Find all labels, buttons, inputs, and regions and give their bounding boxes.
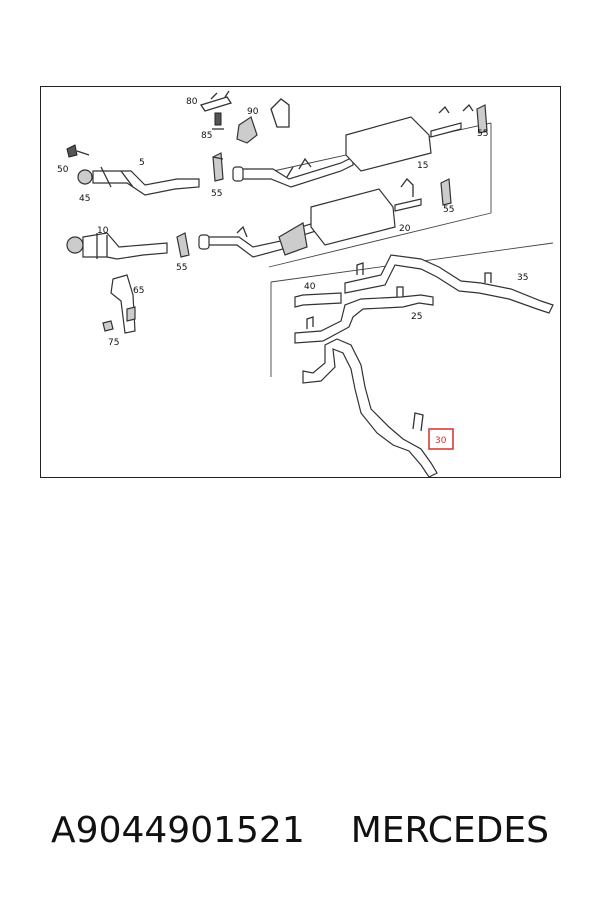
callout-50: 50: [57, 165, 69, 175]
front-pipe-upper: [66, 144, 224, 196]
callout-10: 10: [97, 226, 109, 236]
rear-muffler-upper: [232, 98, 488, 188]
rear-muffler-lower: [198, 178, 452, 258]
callout-80: 80: [186, 97, 198, 107]
part-caption: A9044901521 MERCEDES: [0, 800, 600, 860]
callout-35: 35: [517, 273, 528, 283]
exhaust-system-drawing: 80 90 85 55 5 50 45 55 15 55 10 55 55 20…: [57, 90, 554, 477]
brand-name: MERCEDES: [350, 809, 549, 851]
callout-55-lower: 55: [176, 263, 187, 273]
tailpipe-30-highlighted: [302, 338, 438, 477]
callout-15: 15: [417, 161, 428, 171]
front-pipe-lower: [66, 232, 190, 260]
callout-55-right: 55: [443, 205, 454, 215]
mounting-hardware: [199, 90, 258, 182]
callout-45: 45: [79, 194, 90, 204]
callout-labels: 80 90 85 55 5 50 45 55 15 55 10 55 55 20…: [57, 97, 528, 450]
callout-85: 85: [201, 131, 212, 141]
exploded-parts-diagram: 80 90 85 55 5 50 45 55 15 55 10 55 55 20…: [40, 86, 561, 478]
support-bracket: [102, 274, 136, 334]
callout-90: 90: [247, 107, 259, 117]
callout-55-mid: 55: [211, 189, 222, 199]
tailpipe-set: [294, 254, 554, 344]
callout-75: 75: [108, 338, 119, 348]
callout-65: 65: [133, 286, 144, 296]
part-number: A9044901521: [51, 809, 305, 851]
highlight-box: [428, 428, 454, 450]
callout-25: 25: [411, 312, 422, 322]
callout-20: 20: [399, 224, 411, 234]
callout-40: 40: [304, 282, 316, 292]
callout-30: 30: [435, 436, 447, 446]
callout-5: 5: [139, 158, 145, 168]
callout-55-top-right: 55: [477, 129, 488, 139]
